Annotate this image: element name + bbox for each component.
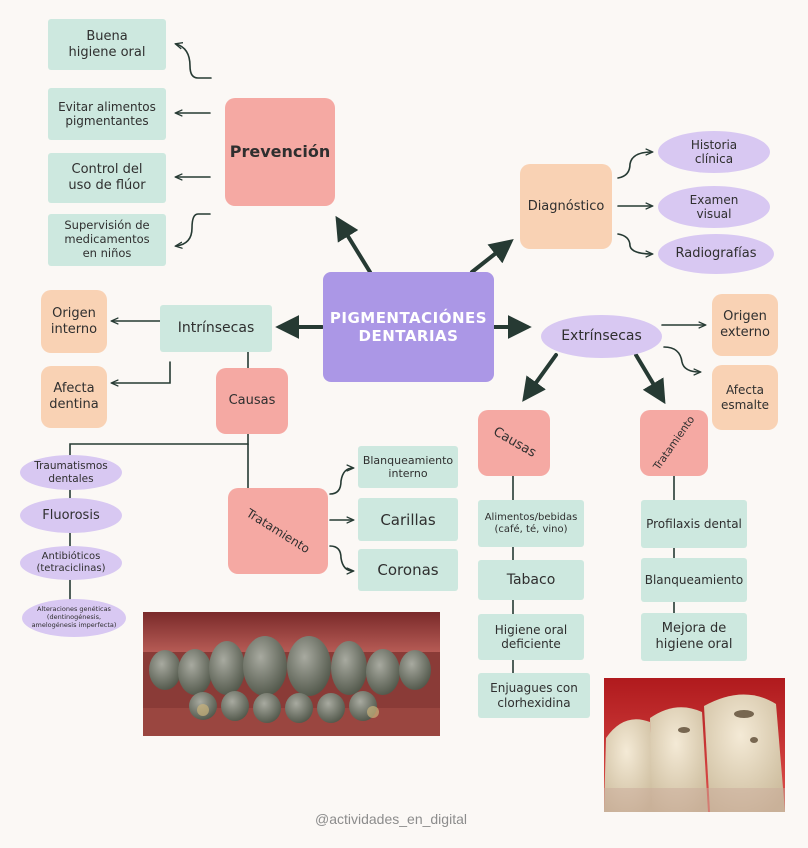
extrinsecas-causa: Enjuagues con clorhexidina bbox=[478, 673, 590, 718]
extrinsecas-tratamiento-item: Blanqueamiento bbox=[641, 558, 747, 602]
central-topic: PIGMENTACIÓNES DENTARIAS bbox=[323, 272, 494, 382]
diagnostico-item: Historia clínica bbox=[658, 131, 770, 173]
prevencion-item: Evitar alimentos pigmentantes bbox=[48, 88, 166, 140]
intrinsecas-origen: Origen interno bbox=[41, 290, 107, 353]
diagnostico-node: Diagnóstico bbox=[520, 164, 612, 249]
intrinsecas-tratamiento-item: Coronas bbox=[358, 549, 458, 591]
intrinsecas-causa: Alteraciones genéticas (dentinogénesis, … bbox=[22, 599, 126, 637]
extrinsecas-origen: Origen externo bbox=[712, 294, 778, 356]
diagnostico-item: Examen visual bbox=[658, 186, 770, 228]
extrinsecas-tratamiento-item: Profilaxis dental bbox=[641, 500, 747, 548]
extrinsecas-tratamiento-node: Tratamiento bbox=[640, 410, 708, 476]
intrinsecas-causa: Traumatismos dentales bbox=[20, 455, 122, 490]
intrinsecas-causa: Antibióticos (tetraciclinas) bbox=[20, 546, 122, 580]
extrinsecas-afecta: Afecta esmalte bbox=[712, 365, 778, 430]
intrinsecas-causa: Fluorosis bbox=[20, 498, 122, 533]
credit-watermark: @actividades_en_digital bbox=[315, 811, 467, 827]
intrinsecas-tratamiento-item: Blanqueamiento interno bbox=[358, 446, 458, 488]
diagnostico-item: Radiografías bbox=[658, 234, 774, 274]
extrinsecas-causas-label: Causas bbox=[490, 424, 539, 461]
prevencion-item: Control del uso de flúor bbox=[48, 153, 166, 203]
extrinsecas-causas-node: Causas bbox=[478, 410, 550, 476]
extrinsecas-node: Extrínsecas bbox=[541, 315, 662, 358]
intrinsecas-afecta: Afecta dentina bbox=[41, 366, 107, 428]
extrinsecas-tratamiento-item: Mejora de higiene oral bbox=[641, 613, 747, 661]
teeth-photo-extrinsic bbox=[604, 678, 785, 812]
intrinsecas-tratamiento-item: Carillas bbox=[358, 498, 458, 541]
prevencion-item: Supervisión de medicamentos en niños bbox=[48, 214, 166, 266]
intrinsecas-tratamiento-node: Tratamiento bbox=[228, 488, 328, 574]
extrinsecas-tratamiento-label: Tratamiento bbox=[650, 413, 697, 473]
teeth-photo-intrinsic bbox=[143, 612, 440, 736]
intrinsecas-tratamiento-label: Tratamiento bbox=[243, 505, 313, 556]
extrinsecas-causa: Higiene oral deficiente bbox=[478, 614, 584, 660]
prevencion-node: Prevención bbox=[225, 98, 335, 206]
extrinsecas-causa: Tabaco bbox=[478, 560, 584, 600]
intrinsecas-node: Intrínsecas bbox=[160, 305, 272, 352]
intrinsecas-causas-node: Causas bbox=[216, 368, 288, 434]
prevencion-item: Buena higiene oral bbox=[48, 19, 166, 70]
extrinsecas-causa: Alimentos/bebidas (café, té, vino) bbox=[478, 500, 584, 547]
